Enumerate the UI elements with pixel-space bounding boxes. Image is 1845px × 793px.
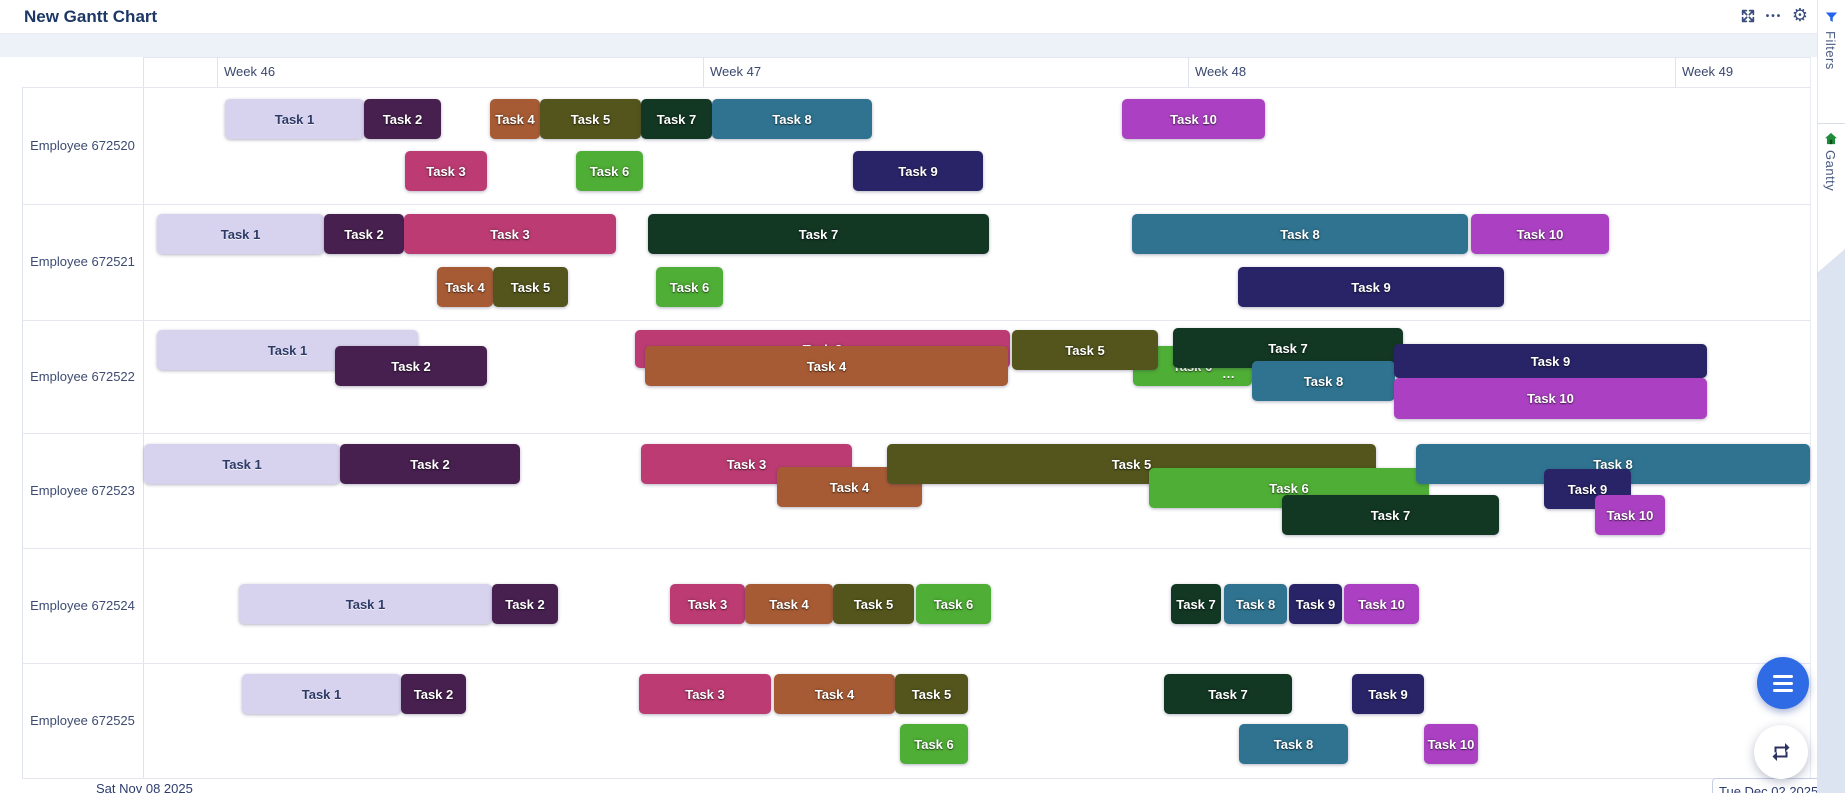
week-tick bbox=[1675, 57, 1676, 87]
week-tick bbox=[703, 57, 704, 87]
range-end-date-label: Tue Dec 02 2025 bbox=[1719, 783, 1819, 793]
task-bar[interactable]: Task 9 bbox=[1238, 267, 1504, 307]
grid-line bbox=[1810, 57, 1811, 778]
week-label: Week 46 bbox=[224, 64, 276, 79]
range-end-date: Tue Dec 02 2025 bbox=[1712, 778, 1826, 793]
task-bar[interactable]: Task 7 bbox=[1164, 674, 1292, 714]
task-bar[interactable]: Task 5 bbox=[493, 267, 568, 307]
task-bar[interactable]: Task 9 bbox=[1352, 674, 1424, 714]
grid-line bbox=[22, 433, 1810, 434]
task-bar[interactable]: Task 3 bbox=[670, 584, 745, 624]
more-icon[interactable]: ••• bbox=[1765, 10, 1783, 22]
task-bar[interactable]: Task 5 bbox=[895, 674, 968, 714]
task-bar[interactable]: Task 6 bbox=[900, 724, 968, 764]
filter-icon[interactable] bbox=[1824, 10, 1839, 30]
sidebar-tab-filters[interactable]: Filters bbox=[1823, 31, 1838, 70]
task-bar[interactable]: Task 6 bbox=[656, 267, 723, 307]
task-bar[interactable]: Task 4 bbox=[745, 584, 833, 624]
task-bar[interactable]: Task 10 bbox=[1394, 378, 1707, 419]
grid-line bbox=[22, 778, 1810, 779]
gear-icon[interactable]: ⚙ bbox=[1791, 5, 1809, 26]
task-bar[interactable]: Task 6 bbox=[916, 584, 991, 624]
sidebar-divider bbox=[1818, 123, 1845, 124]
grid-line bbox=[22, 320, 1810, 321]
task-bar[interactable]: Task 5 bbox=[1012, 330, 1158, 370]
grid-line bbox=[22, 663, 1810, 664]
task-bar[interactable]: Task 1 bbox=[225, 99, 364, 139]
task-bar[interactable]: Task 3 bbox=[404, 214, 616, 254]
task-bar[interactable]: Task 10 bbox=[1595, 495, 1665, 535]
task-bar[interactable]: Task 2 bbox=[492, 584, 558, 624]
row-label: Employee 672520 bbox=[30, 138, 135, 153]
task-bar[interactable]: Task 7 bbox=[641, 99, 712, 139]
task-bar[interactable]: Task 8 bbox=[1252, 361, 1395, 401]
task-bar[interactable]: Task 2 bbox=[364, 99, 441, 139]
task-bar[interactable]: Task 3 bbox=[639, 674, 771, 714]
task-bar[interactable]: Task 10 bbox=[1122, 99, 1265, 139]
task-bar[interactable]: Task 1 bbox=[144, 444, 340, 484]
truncated-label-ellipsis: … bbox=[1222, 366, 1235, 381]
grid-line bbox=[143, 57, 144, 778]
task-bar[interactable]: Task 2 bbox=[335, 346, 487, 386]
task-bar[interactable]: Task 7 bbox=[648, 214, 989, 254]
range-start-date: Sat Nov 08 2025 bbox=[96, 781, 193, 793]
grid-line bbox=[22, 87, 23, 778]
grid-line bbox=[22, 204, 1810, 205]
task-bar[interactable]: Task 9 bbox=[1394, 344, 1707, 378]
task-bar[interactable]: Task 4 bbox=[490, 99, 540, 139]
row-label: Employee 672522 bbox=[30, 369, 135, 384]
task-bar[interactable]: Task 8 bbox=[1224, 584, 1287, 624]
sidebar-tab-gantt[interactable]: Gantty bbox=[1823, 150, 1838, 192]
menu-icon bbox=[1773, 674, 1793, 692]
task-bar[interactable]: Task 10 bbox=[1424, 724, 1478, 764]
task-bar[interactable]: Task 2 bbox=[401, 674, 466, 714]
week-tick bbox=[217, 57, 218, 87]
task-bar[interactable]: Task 9 bbox=[1289, 584, 1342, 624]
task-bar[interactable]: Task 3 bbox=[405, 151, 487, 191]
expand-icon[interactable] bbox=[1738, 6, 1758, 26]
sidebar-collapsed-strip bbox=[1817, 253, 1845, 793]
row-label: Employee 672524 bbox=[30, 598, 135, 613]
toolbar-band bbox=[0, 34, 1817, 57]
week-label: Week 47 bbox=[710, 64, 762, 79]
task-bar[interactable]: Task 5 bbox=[833, 584, 914, 624]
task-bar[interactable]: Task 10 bbox=[1344, 584, 1419, 624]
task-bar[interactable]: Task 1 bbox=[157, 214, 324, 254]
task-bar[interactable]: Task 7 bbox=[1171, 584, 1221, 624]
row-label: Employee 672521 bbox=[30, 254, 135, 269]
task-bar[interactable]: Task 2 bbox=[324, 214, 404, 254]
task-bar[interactable]: Task 1 bbox=[239, 584, 492, 624]
page-title: New Gantt Chart bbox=[24, 7, 158, 26]
task-bar[interactable]: Task 4 bbox=[774, 674, 895, 714]
task-bar[interactable]: Task 1 bbox=[242, 674, 401, 714]
repeat-icon bbox=[1772, 743, 1790, 761]
menu-fab[interactable] bbox=[1757, 657, 1809, 709]
task-bar[interactable]: Task 8 bbox=[712, 99, 872, 139]
grid-line bbox=[22, 548, 1810, 549]
task-bar[interactable]: Task 7 bbox=[1282, 495, 1499, 535]
row-label: Employee 672525 bbox=[30, 713, 135, 728]
week-label: Week 48 bbox=[1195, 64, 1247, 79]
week-label: Week 49 bbox=[1682, 64, 1734, 79]
task-bar[interactable]: Task 4 bbox=[645, 346, 1008, 386]
grid-line bbox=[22, 87, 1810, 88]
task-bar[interactable]: Task 6 bbox=[576, 151, 643, 191]
task-bar[interactable]: Task 5 bbox=[540, 99, 641, 139]
row-label: Employee 672523 bbox=[30, 483, 135, 498]
task-bar[interactable]: Task 2 bbox=[340, 444, 520, 484]
task-bar[interactable]: Task 10 bbox=[1471, 214, 1609, 254]
home-icon[interactable] bbox=[1823, 131, 1839, 151]
swap-fab[interactable] bbox=[1754, 725, 1808, 779]
task-bar[interactable]: Task 9 bbox=[853, 151, 983, 191]
task-bar[interactable]: Task 4 bbox=[437, 267, 493, 307]
task-bar[interactable]: Task 8 bbox=[1239, 724, 1348, 764]
title-bar bbox=[0, 0, 1845, 34]
grid-line bbox=[143, 57, 1810, 58]
week-tick bbox=[1188, 57, 1189, 87]
task-bar[interactable]: Task 8 bbox=[1132, 214, 1468, 254]
